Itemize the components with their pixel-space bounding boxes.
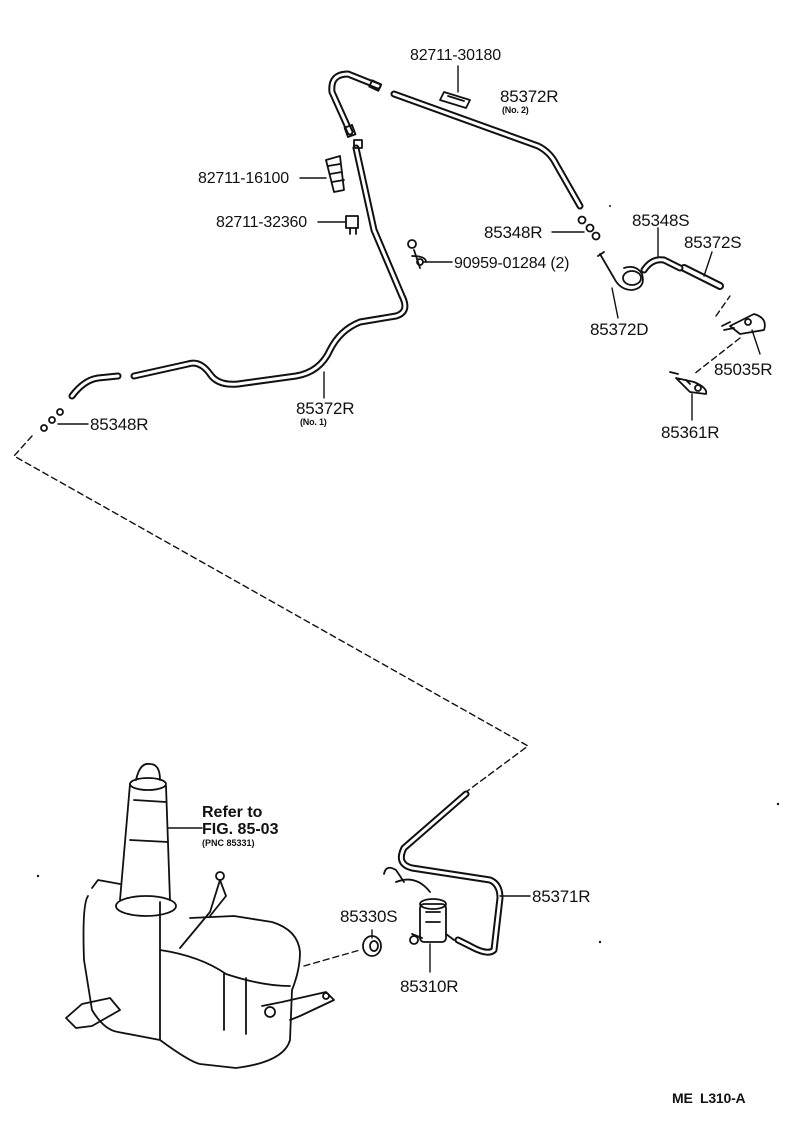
hose-85372R-no2 xyxy=(390,90,584,210)
specks xyxy=(36,205,780,944)
label-85310R: 85310R xyxy=(400,977,459,996)
hose-top-bend xyxy=(328,70,382,136)
label-85372R-no1: 85372R xyxy=(296,399,355,418)
connector-85348R-top xyxy=(577,215,601,241)
refer-line-2: FIG. 85-03 xyxy=(202,820,279,838)
label-85361R: 85361R xyxy=(661,423,720,442)
clamp-90959-01284 xyxy=(407,239,427,269)
refer-note: Refer to FIG. 85-03 (PNC 85331) xyxy=(202,804,279,848)
label-85372S: 85372S xyxy=(684,233,742,252)
hose-end-clamps xyxy=(343,79,383,149)
label-85372R-no2: 85372R xyxy=(500,87,559,106)
label-85371R: 85371R xyxy=(532,887,591,906)
hose-left-short xyxy=(68,372,122,400)
grommet-85330S xyxy=(362,935,382,957)
label-85348R-top: 85348R xyxy=(484,223,543,242)
washer-tank xyxy=(65,762,335,1069)
connector-85348R-left xyxy=(40,408,64,432)
hose-85372R-no1 xyxy=(130,144,409,388)
nozzle-85035R xyxy=(721,313,766,335)
label-90959-01284: 90959-01284 (2) xyxy=(454,255,570,272)
dashed-connection-lines xyxy=(13,295,741,967)
refer-line-1: Refer to xyxy=(202,804,263,821)
hose-85371R xyxy=(397,790,504,956)
label-85348R-left: 85348R xyxy=(90,415,149,434)
clip-82711-16100 xyxy=(325,155,345,193)
joint-85372D xyxy=(597,251,644,291)
label-85348S: 85348S xyxy=(632,211,690,230)
label-82711-32360: 82711-32360 xyxy=(216,214,307,231)
label-no2: (No. 2) xyxy=(502,105,529,115)
refer-line-3: (PNC 85331) xyxy=(202,837,255,848)
cap-85361R xyxy=(669,371,708,395)
label-85035R: 85035R xyxy=(714,360,773,379)
label-85330S: 85330S xyxy=(340,907,398,926)
label-no1: (No. 1) xyxy=(300,417,327,427)
label-82711-30180: 82711-30180 xyxy=(410,47,501,64)
clip-82711-30180 xyxy=(439,91,471,109)
pump-85310R xyxy=(383,866,455,945)
clip-82711-32360 xyxy=(345,215,359,235)
hose-85372S xyxy=(680,264,724,290)
label-85372D: 85372D xyxy=(590,320,649,339)
label-82711-16100: 82711-16100 xyxy=(198,170,289,187)
leader-lines xyxy=(57,65,761,973)
figure-code: ME L310-A xyxy=(672,1090,746,1106)
hose-85348S xyxy=(640,256,684,274)
